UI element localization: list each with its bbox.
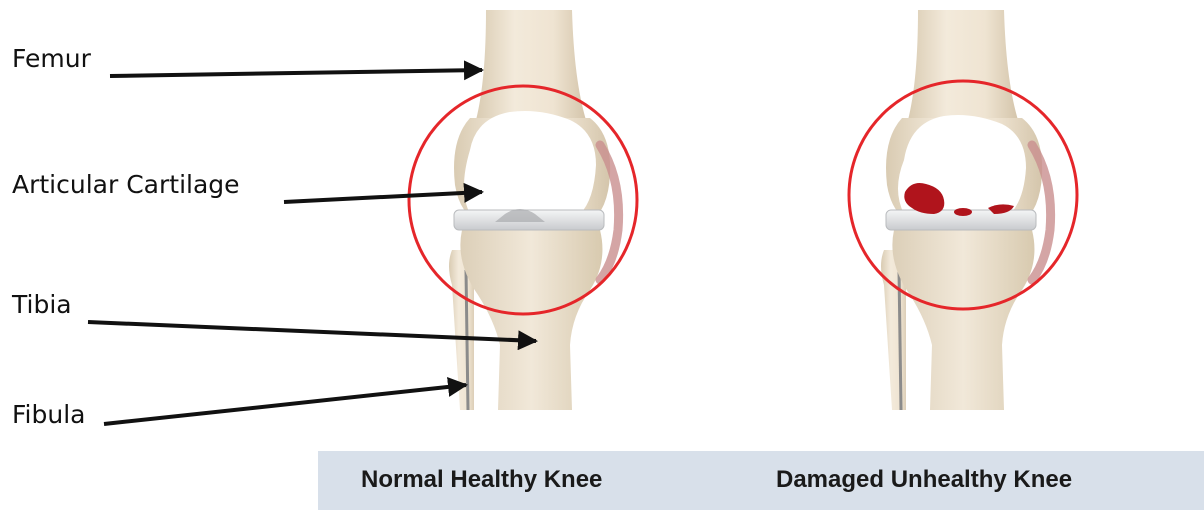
articular-cartilage-label: Articular Cartilage: [12, 172, 240, 197]
normal-cartilage: [464, 111, 596, 214]
damaged-knee: [849, 10, 1077, 410]
damaged-tibia-bone: [892, 230, 1034, 410]
fibula-label: Fibula: [12, 402, 86, 427]
normal-tibia-bone: [460, 230, 602, 410]
damage-lesion-small: [954, 208, 972, 216]
femur-arrow: [110, 70, 482, 76]
normal-femur-bone: [476, 10, 586, 120]
normal-knee-caption: Normal Healthy Knee: [361, 468, 602, 492]
tibia-label: Tibia: [12, 292, 72, 317]
femur-label: Femur: [12, 46, 91, 71]
cartilage-arrow: [284, 192, 482, 202]
damaged-knee-caption: Damaged Unhealthy Knee: [776, 468, 1072, 492]
fibula-arrow: [104, 385, 466, 424]
damaged-femur-bone: [908, 10, 1018, 120]
